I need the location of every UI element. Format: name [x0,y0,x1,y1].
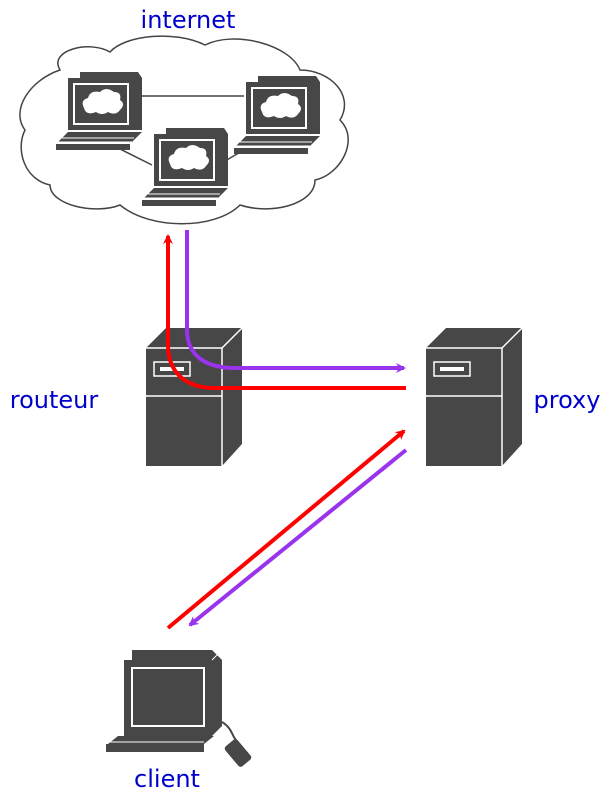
response-arrow-proxy-to-client [188,448,408,627]
computer-icon [106,649,223,752]
internet-label: internet [141,6,236,34]
request-arrow-router-to-internet [163,234,406,390]
computer-icon [141,127,229,207]
proxy-label: proxy [534,386,601,414]
response-arrow-internet-to-proxy [185,230,406,373]
computer-icon [233,75,321,155]
client-computer [106,649,252,767]
internet-cloud [19,35,349,225]
network-link [117,147,153,166]
router-server-icon [145,327,243,467]
computer-icon [55,71,143,151]
router-label: routeur [10,386,99,414]
mouse-icon [224,739,252,767]
request-arrow-client-to-proxy [166,429,406,630]
proxy-server-icon [425,327,523,467]
mouse-cable [221,721,237,741]
client-label: client [134,765,200,793]
